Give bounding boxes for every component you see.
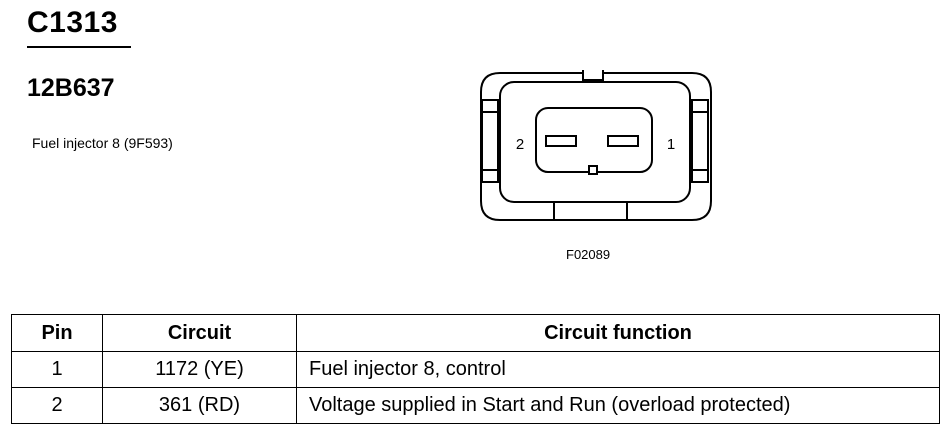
title-underline bbox=[27, 46, 131, 48]
pin-2-slot bbox=[545, 135, 577, 147]
connector-inner-body bbox=[499, 81, 691, 203]
function-cell: Voltage supplied in Start and Run (overl… bbox=[296, 387, 940, 424]
pin-label-left: 2 bbox=[516, 136, 524, 153]
pin-1-slot bbox=[607, 135, 639, 147]
connector-left-tab bbox=[481, 99, 499, 183]
pin-table: Pin Circuit Circuit function 1 1172 (YE)… bbox=[11, 314, 940, 424]
connector-right-tab bbox=[691, 99, 709, 183]
table-row: 2 361 (RD) Voltage supplied in Start and… bbox=[11, 387, 940, 424]
part-number: 12B637 bbox=[27, 74, 115, 102]
pin-cell: 2 bbox=[11, 387, 103, 424]
connector-description: Fuel injector 8 (9F593) bbox=[32, 135, 173, 151]
figure-reference: F02089 bbox=[566, 247, 611, 262]
header-circuit-function: Circuit function bbox=[296, 314, 940, 352]
table-row: 1 1172 (YE) Fuel injector 8, control bbox=[11, 351, 940, 388]
connector-face-diagram: 2 1 bbox=[480, 70, 712, 221]
connector-top-latch bbox=[582, 70, 604, 81]
keyway-notch bbox=[588, 165, 598, 175]
pin-label-right: 1 bbox=[667, 136, 675, 153]
connector-outer-shell bbox=[480, 72, 712, 221]
header-circuit: Circuit bbox=[102, 314, 297, 352]
pin-cell: 1 bbox=[11, 351, 103, 388]
function-cell: Fuel injector 8, control bbox=[296, 351, 940, 388]
header-pin: Pin bbox=[11, 314, 103, 352]
circuit-cell: 361 (RD) bbox=[102, 387, 297, 424]
connector-id: C1313 bbox=[27, 6, 118, 39]
circuit-cell: 1172 (YE) bbox=[102, 351, 297, 388]
table-header-row: Pin Circuit Circuit function bbox=[11, 314, 940, 352]
